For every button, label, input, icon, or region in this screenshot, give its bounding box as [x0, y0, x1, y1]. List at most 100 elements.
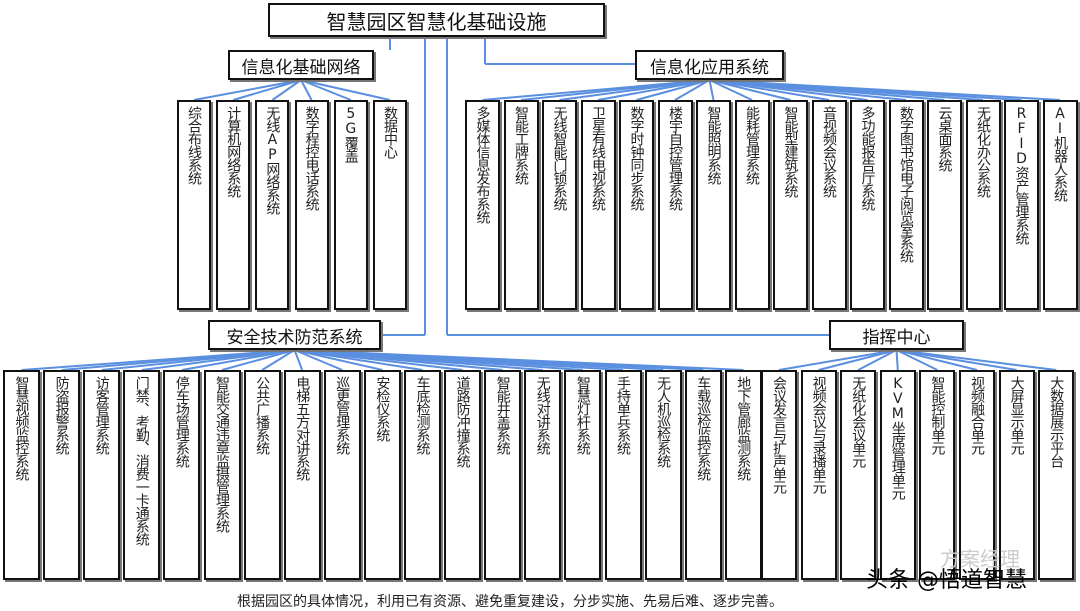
- watermark-faint: 方案经理: [940, 547, 1020, 571]
- system-label: 卫星有线电视系统: [590, 106, 606, 210]
- connector-command-item: [896, 349, 978, 371]
- system-box-security: 智慧灯杆系统: [564, 370, 602, 580]
- system-box-security: 手持单兵系统: [604, 370, 642, 580]
- connector-network-item: [300, 79, 313, 101]
- system-label: 智慧灯杆系统: [574, 376, 591, 454]
- system-label: 能耗管理系统: [744, 106, 760, 184]
- system-box-application: 云桌面系统: [927, 100, 962, 310]
- system-box-network: 无线AP网络系统: [255, 100, 290, 310]
- system-box-security: 车载巡检监控系统: [684, 370, 722, 580]
- system-box-security: 电梯五方对讲系统: [283, 370, 321, 580]
- system-box-application: 楼宇自控管理系统: [657, 100, 693, 310]
- system-label: 停车场管理系统: [173, 376, 190, 467]
- system-label: 视频会议与录播单元: [810, 376, 827, 493]
- system-label: 门禁、考勤、消费一卡通系统: [133, 376, 150, 545]
- connector-network-item: [271, 79, 302, 101]
- watermark-main: 头条 @悟道智慧: [866, 568, 1027, 593]
- system-label: 无纸化办公系统: [975, 106, 991, 197]
- connector-security-item: [294, 349, 343, 371]
- system-box-application: 智能型建筑系统: [773, 100, 808, 310]
- system-box-security: 无线对讲系统: [524, 370, 562, 580]
- connector-command-item: [896, 349, 1057, 371]
- system-label: 无纸化会议单元: [850, 376, 867, 467]
- system-box-command: 无纸化会议单元: [840, 370, 877, 580]
- system-label: 智能照明系统: [705, 106, 722, 184]
- system-box-command: 视频会议与录播单元: [800, 370, 837, 580]
- system-box-security: 地下管廊监测系统: [724, 370, 762, 580]
- connector-application-item: [709, 79, 791, 101]
- root-title-box: 智慧园区智慧化基础设施: [268, 3, 605, 37]
- system-box-network: 综合布线系统: [177, 100, 211, 310]
- system-label: 巡更管理系统: [334, 376, 351, 454]
- group-title: 安全技术防范系统: [226, 327, 363, 348]
- system-label: 无线AP网络系统: [264, 106, 281, 214]
- system-box-command: 大屏显示单元: [998, 370, 1035, 580]
- connector-command-item: [857, 349, 897, 371]
- system-label: 5G覆盖: [342, 106, 359, 162]
- connector-application-item: [597, 79, 710, 101]
- system-label: 安检仪系统: [374, 376, 391, 441]
- system-label: 车底检测系统: [414, 376, 431, 454]
- system-label: KVM坐席管理单元: [889, 376, 906, 499]
- system-box-application: 无纸化办公系统: [965, 100, 1001, 310]
- connector-network-item: [193, 79, 302, 101]
- system-label: 车载巡检监控系统: [695, 376, 712, 480]
- system-box-command: 智能控制单元: [919, 370, 956, 580]
- system-label: 道路防冲撞系统: [454, 376, 471, 467]
- system-label: 访客管理系统: [93, 376, 110, 454]
- system-label: 无线智能门锁系统: [551, 106, 568, 210]
- system-box-security: 防盗报警系统: [43, 370, 81, 580]
- connector-network-item: [300, 79, 391, 101]
- system-label: 智能井盖系统: [494, 376, 511, 454]
- system-label: 多功能报告厅系统: [859, 106, 876, 210]
- system-label: 公共广播系统: [254, 376, 271, 454]
- connector-network-item: [232, 79, 302, 101]
- system-box-application: 能耗管理系统: [734, 100, 770, 310]
- system-label: 地下管廊监测系统: [735, 376, 752, 480]
- system-label: 计算机网络系统: [225, 106, 242, 197]
- system-label: 智慧视频监控系统: [13, 376, 30, 480]
- group-header-command: 指挥中心: [829, 320, 964, 350]
- system-label: 智能控制单元: [929, 376, 946, 454]
- system-box-application: 智能照明系统: [696, 100, 731, 310]
- group-header-security: 安全技术防范系统: [208, 320, 381, 350]
- system-box-command: 会议发言与扩声单元: [761, 370, 797, 580]
- system-label: 智能型建筑系统: [782, 106, 799, 197]
- connector-security-item: [261, 349, 296, 371]
- system-box-application: RFID资产管理系统: [1004, 100, 1039, 310]
- system-box-application: 智能工牌系统: [503, 100, 539, 310]
- system-label: 数字图书馆电子阅览室系统: [898, 106, 914, 262]
- system-box-application: 数字图书馆电子阅览室系统: [888, 100, 924, 310]
- system-label: 无人机巡检系统: [655, 376, 672, 467]
- connector-command-item: [895, 349, 899, 371]
- system-label: 手持单兵系统: [615, 376, 631, 454]
- system-box-security: 车底检测系统: [404, 370, 441, 580]
- connector-command-item: [778, 349, 897, 371]
- system-box-security: 智慧视频监控系统: [3, 370, 40, 580]
- connector-security-item: [293, 349, 304, 371]
- system-label: 楼宇自控管理系统: [667, 106, 683, 210]
- system-box-application: 无线智能门锁系统: [542, 100, 577, 310]
- system-box-network: 计算机网络系统: [216, 100, 251, 310]
- connector-security-item: [221, 349, 295, 371]
- group-header-application: 信息化应用系统: [635, 50, 784, 80]
- system-label: 大屏显示单元: [1008, 376, 1025, 454]
- system-label: RFID资产管理系统: [1013, 106, 1030, 244]
- system-label: 数字时钟同步系统: [628, 106, 645, 210]
- system-box-application: 卫星有线电视系统: [580, 100, 616, 310]
- group-title: 指挥中心: [862, 327, 931, 348]
- system-box-security: 道路防冲撞系统: [444, 370, 482, 580]
- connector-security-item: [294, 349, 383, 371]
- system-box-security: 安检仪系统: [363, 370, 401, 580]
- group-title: 信息化基础网络: [241, 57, 361, 78]
- system-label: 无线对讲系统: [534, 376, 551, 454]
- group-title: 信息化应用系统: [650, 57, 769, 78]
- system-label: 防盗报警系统: [53, 376, 70, 454]
- system-box-network: 5G覆盖: [333, 100, 368, 310]
- system-label: 智能交通违章监摄管理系统: [214, 376, 230, 532]
- connector-network-item: [300, 79, 352, 101]
- system-box-security: 智能井盖系统: [484, 370, 522, 580]
- system-box-application: 音视频会议系统: [811, 100, 847, 310]
- system-label: 智能工牌系统: [513, 106, 529, 184]
